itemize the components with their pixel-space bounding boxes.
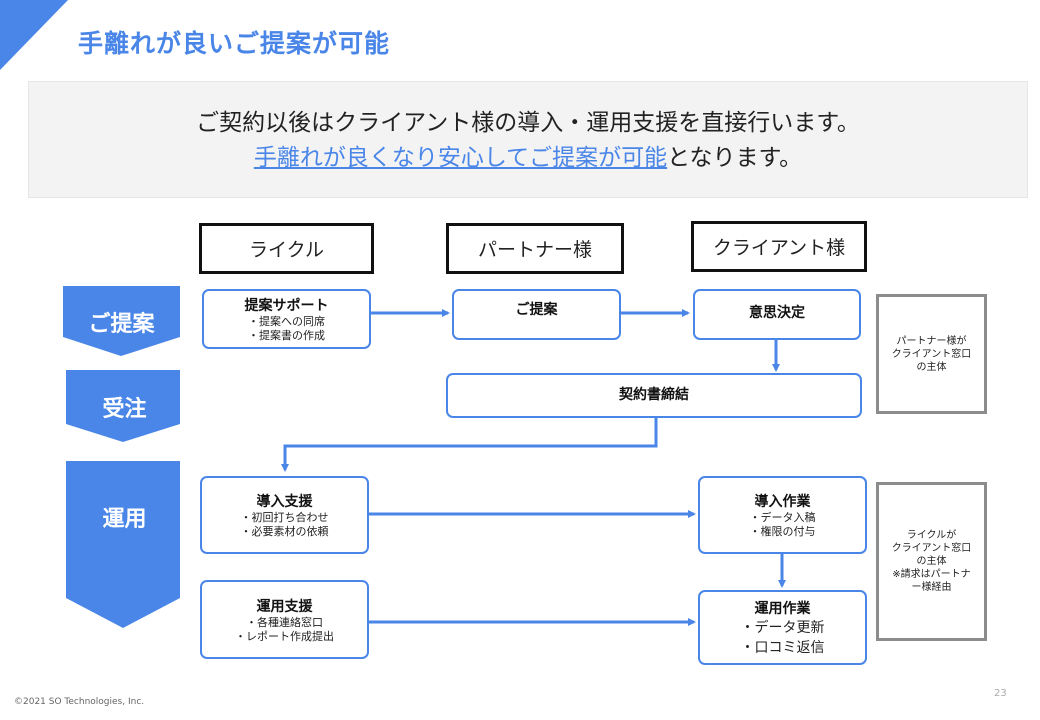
box-title: 導入支援 bbox=[256, 494, 313, 510]
lead-line-2: 手離れが良くなり安心してご提案が可能となります。 bbox=[28, 138, 1028, 172]
note-line: の主体 bbox=[916, 556, 947, 567]
column-header-client: クライアント様 bbox=[691, 221, 867, 272]
box-contract: 契約書締結 bbox=[446, 373, 862, 418]
note-line: クライアント窓口 bbox=[891, 348, 972, 360]
note-line: ライクルが bbox=[906, 530, 957, 541]
phase-order-label: 受注 bbox=[102, 397, 147, 422]
box-proposal: ご提案 bbox=[452, 289, 621, 340]
note-line: ※請求はパートナ bbox=[892, 569, 971, 580]
box-title: 提案サポート bbox=[244, 298, 329, 314]
note-line: パートナー様が bbox=[896, 335, 967, 347]
phase-operation-label: 運用 bbox=[102, 507, 147, 532]
box-decision: 意思決定 bbox=[693, 289, 861, 340]
lead-line-1: ご契約以後はクライアント様の導入・運用支援を直接行います。 bbox=[196, 110, 860, 136]
phase-proposal-label: ご提案 bbox=[88, 312, 155, 337]
page-number: 23 bbox=[994, 688, 1007, 699]
column-header-partner: パートナー様 bbox=[446, 223, 624, 274]
lead-rest: となります。 bbox=[667, 145, 803, 171]
box-line: ・各種連絡窓口 bbox=[246, 615, 323, 629]
box-title: 意思決定 bbox=[749, 304, 805, 321]
box-title: 導入作業 bbox=[754, 494, 811, 510]
corner-accent bbox=[0, 0, 68, 70]
note-partner-window: パートナー様が クライアント窓口 の主体 bbox=[876, 294, 987, 414]
box-ops-support: 運用支援 ・各種連絡窓口 ・レポート作成提出 bbox=[200, 580, 369, 659]
box-line: ・データ更新 bbox=[740, 619, 825, 636]
box-line: ・必要素材の依頼 bbox=[240, 525, 329, 538]
arrow-contract-to-intro bbox=[281, 417, 658, 472]
note-line: ー様経由 bbox=[911, 582, 952, 593]
box-line: ・口コミ返信 bbox=[740, 639, 825, 656]
box-ops-work: 運用作業 ・データ更新 ・口コミ返信 bbox=[698, 590, 867, 665]
column-header-raikuru: ライクル bbox=[199, 223, 374, 274]
note-line: クライアント窓口 bbox=[891, 543, 972, 554]
phase-proposal-shape bbox=[63, 286, 180, 356]
box-title: 契約書締結 bbox=[619, 386, 689, 403]
box-title: 運用作業 bbox=[754, 600, 811, 617]
lead-highlight: 手離れが良くなり安心してご提案が可能 bbox=[253, 145, 668, 171]
note-raikuru-window: ライクルが クライアント窓口 の主体 ※請求はパートナ ー様経由 bbox=[876, 482, 987, 641]
box-intro-support: 導入支援 ・初回打ち合わせ ・必要素材の依頼 bbox=[200, 476, 369, 554]
box-line: ・初回打ち合わせ bbox=[240, 511, 329, 524]
footer-copyright: ©2021 SO Technologies, Inc. bbox=[14, 697, 145, 707]
note-line: の主体 bbox=[916, 361, 947, 373]
box-proposal-support: 提案サポート ・提案への同席 ・提案書の作成 bbox=[202, 289, 371, 349]
box-intro-work: 導入作業 ・データ入稿 ・権限の付与 bbox=[698, 476, 867, 554]
box-line: ・提案書の作成 bbox=[248, 329, 325, 342]
box-title: 運用支援 bbox=[256, 598, 313, 615]
phase-operation-shape bbox=[66, 461, 180, 628]
box-line: ・データ入稿 bbox=[749, 511, 816, 524]
page-title: 手離れが良いご提案が可能 bbox=[78, 29, 391, 58]
lead-box bbox=[28, 81, 1028, 198]
phase-order-shape bbox=[66, 370, 180, 442]
box-line: ・権限の付与 bbox=[749, 525, 816, 538]
box-title: ご提案 bbox=[515, 301, 558, 318]
box-line: ・提案への同席 bbox=[248, 315, 325, 328]
box-line: ・レポート作成提出 bbox=[235, 629, 334, 643]
